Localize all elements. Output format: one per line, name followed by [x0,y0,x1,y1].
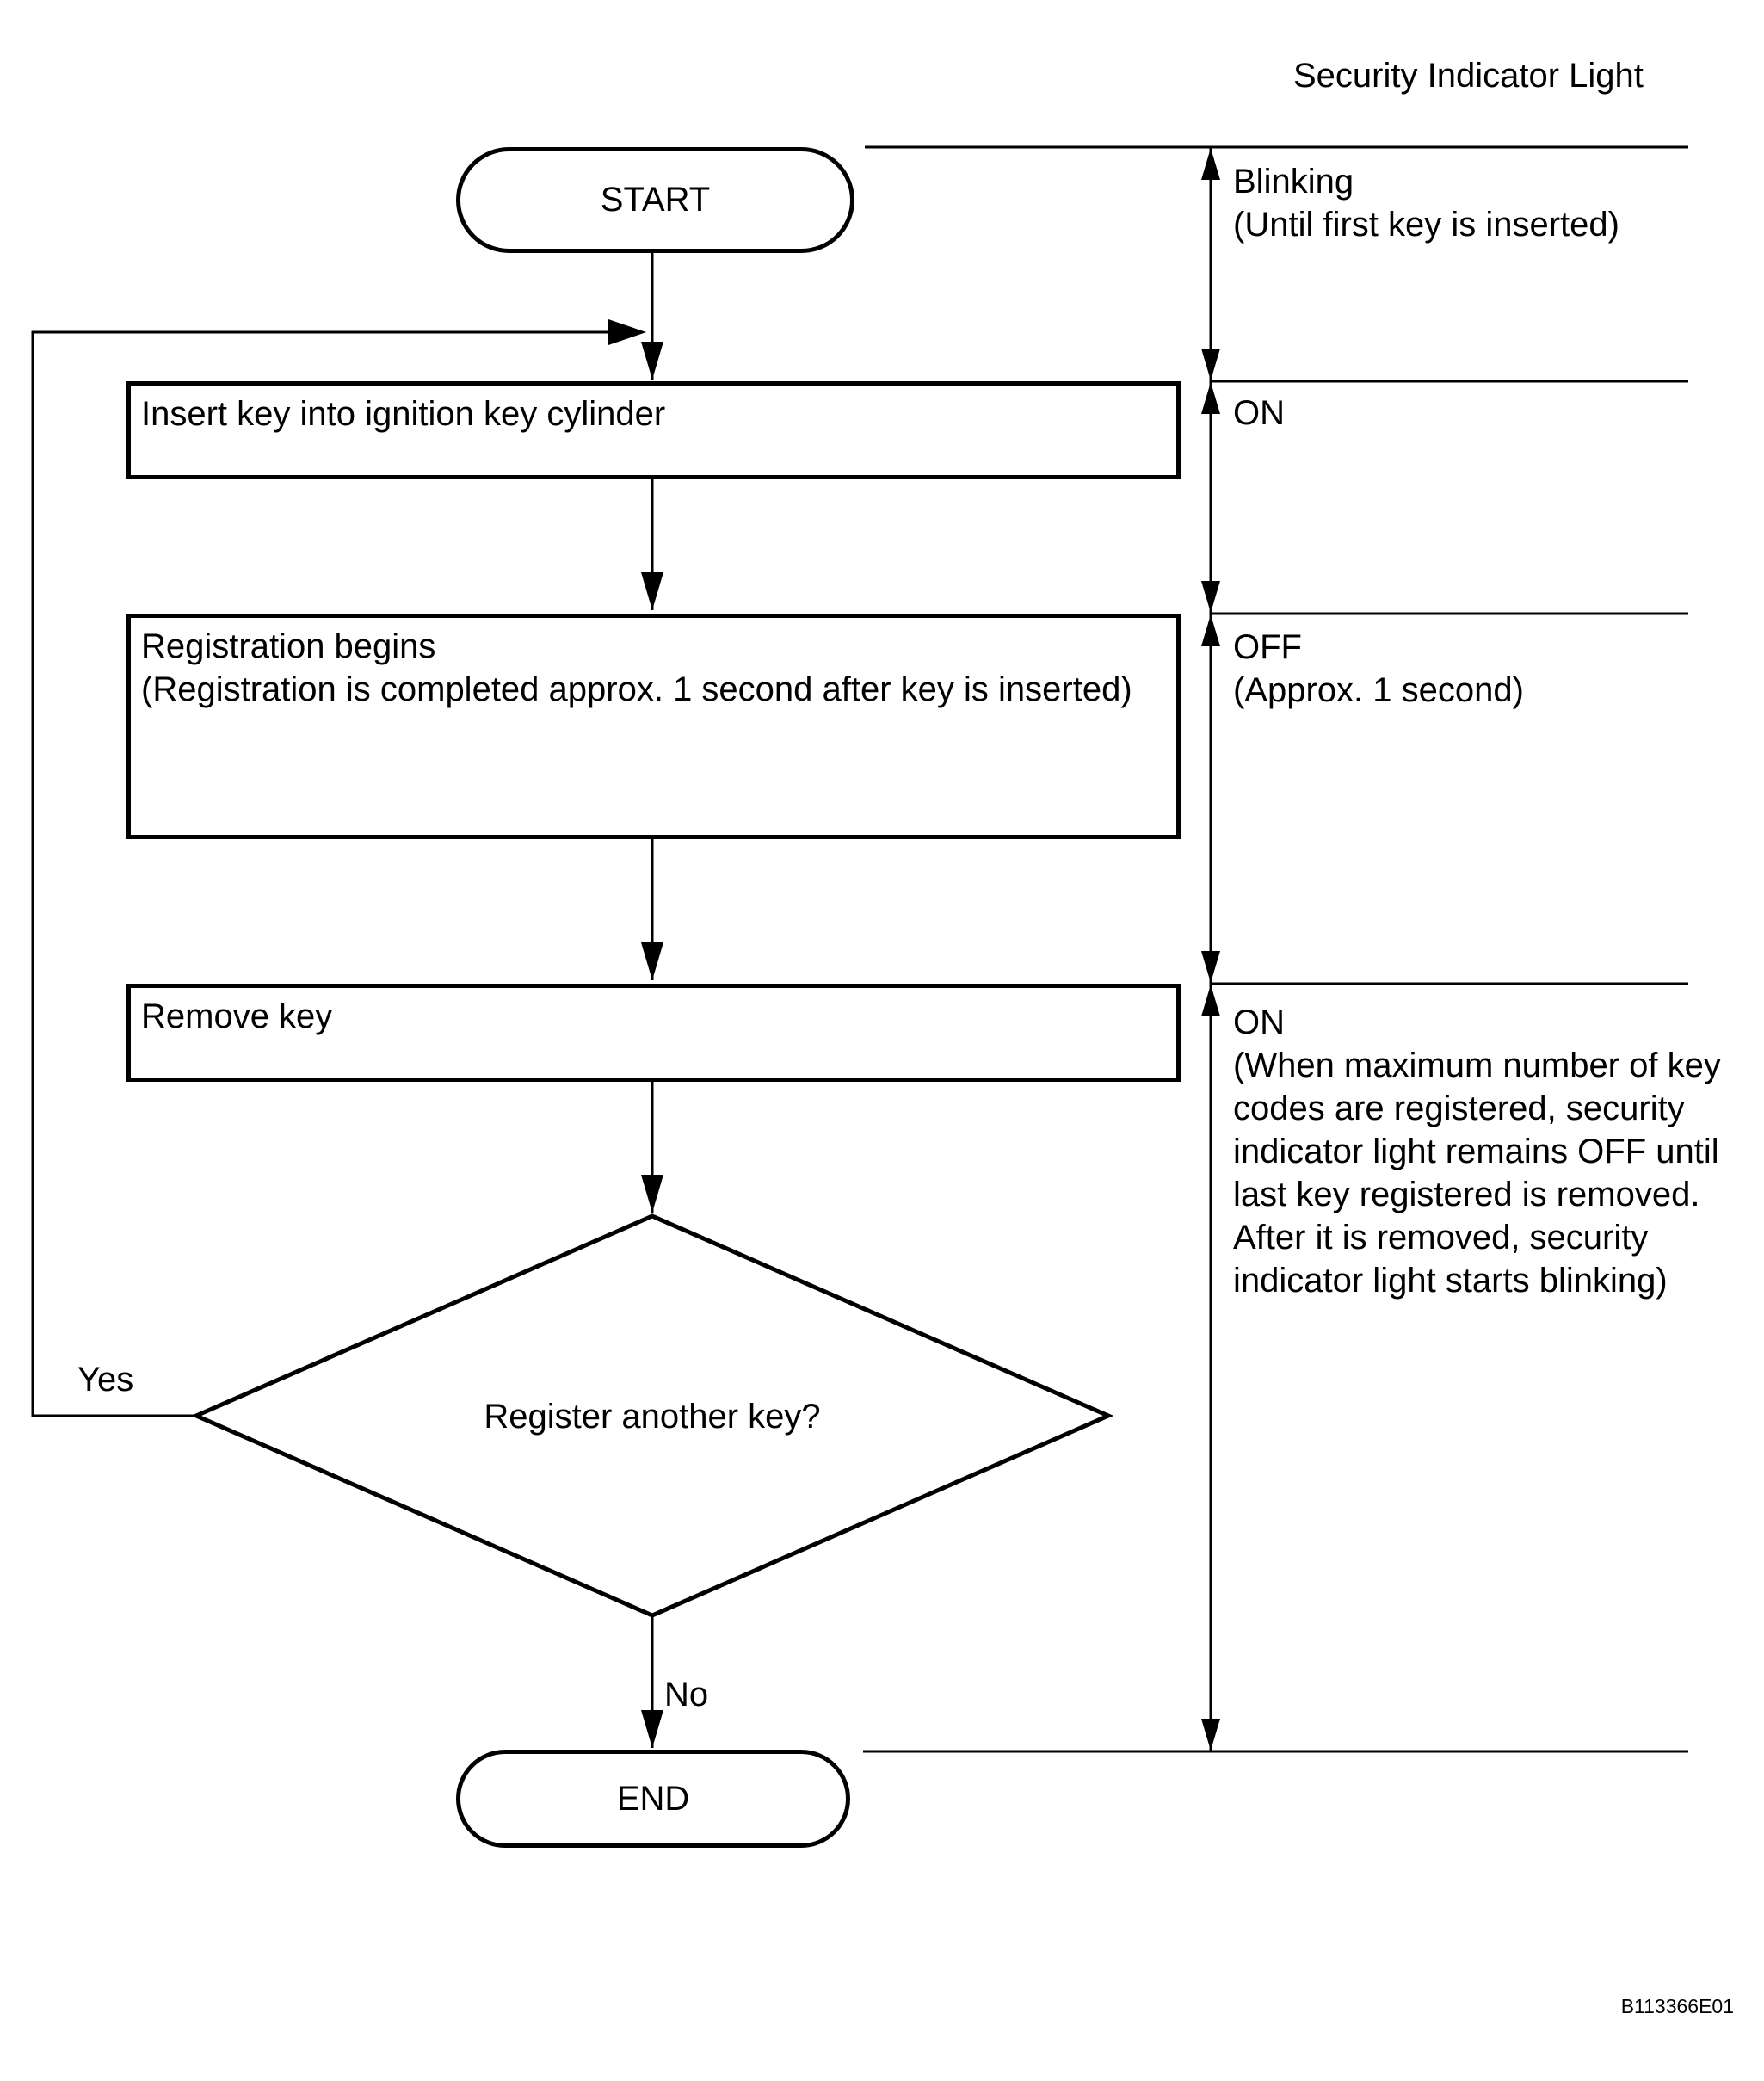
timeline-segment-off: OFF (Approx. 1 second) [1233,626,1524,712]
timeline-note-off: (Approx. 1 second) [1233,671,1524,709]
step-registration-sublabel: (Registration is completed approx. 1 sec… [141,670,1132,708]
start-terminal: START [456,147,854,253]
step-insert-key-box: Insert key into ignition key cylinder [126,381,1181,479]
timeline-arrowhead-down-3 [1201,951,1220,983]
arrowhead-remove [641,942,663,980]
decision-label: Register another key? [484,1398,821,1436]
timeline-arrowhead-down-2 [1201,581,1220,613]
timeline-arrowhead-up-2 [1201,614,1220,646]
end-label: END [616,1779,690,1818]
yes-loop-line [31,330,608,1417]
timeline-segment-blinking: Blinking (Until first key is inserted) [1233,160,1619,246]
timeline-arrowhead-up-3 [1201,985,1220,1016]
timeline-state-on-2: ON [1233,1003,1285,1041]
column-title: Security Indicator Light [1293,57,1644,95]
timeline-segment-on-2: ON (When maximum number of key codes are… [1233,1001,1728,1302]
timeline-arrowhead-down-bottom [1201,1719,1220,1751]
timeline-arrowhead-down-1 [1201,349,1220,380]
decision-diamond [190,1213,1114,1618]
step-remove-key-box: Remove key [126,984,1181,1082]
arrowhead-insert [641,342,663,380]
arrowhead-end [641,1710,663,1748]
timeline-arrowhead-up-top [1201,148,1220,180]
decision-no-label: No [664,1676,709,1714]
start-label: START [600,181,711,219]
arrowhead-registration [641,572,663,610]
timeline-segment-on-1: ON [1233,392,1285,435]
end-terminal: END [456,1750,850,1848]
timeline-note-blinking: (Until first key is inserted) [1233,206,1619,244]
step-remove-key-label: Remove key [141,997,333,1035]
step-registration-box: Registration begins (Registration is com… [126,614,1181,839]
timeline-state-blinking: Blinking [1233,163,1354,201]
step-registration-label: Registration begins [141,627,436,665]
timeline-arrowhead-up-1 [1201,382,1220,414]
figure-id: B113366E01 [1620,1995,1734,2017]
arrowhead-decision [641,1175,663,1213]
decision-yes-label: Yes [77,1361,134,1399]
arrowhead-yes-loop [608,319,646,345]
timeline-state-off: OFF [1233,628,1302,666]
timeline-note-on-2: (When maximum number of key codes are re… [1233,1047,1721,1300]
step-insert-key-label: Insert key into ignition key cylinder [141,395,666,433]
timeline-state-on-1: ON [1233,394,1285,432]
